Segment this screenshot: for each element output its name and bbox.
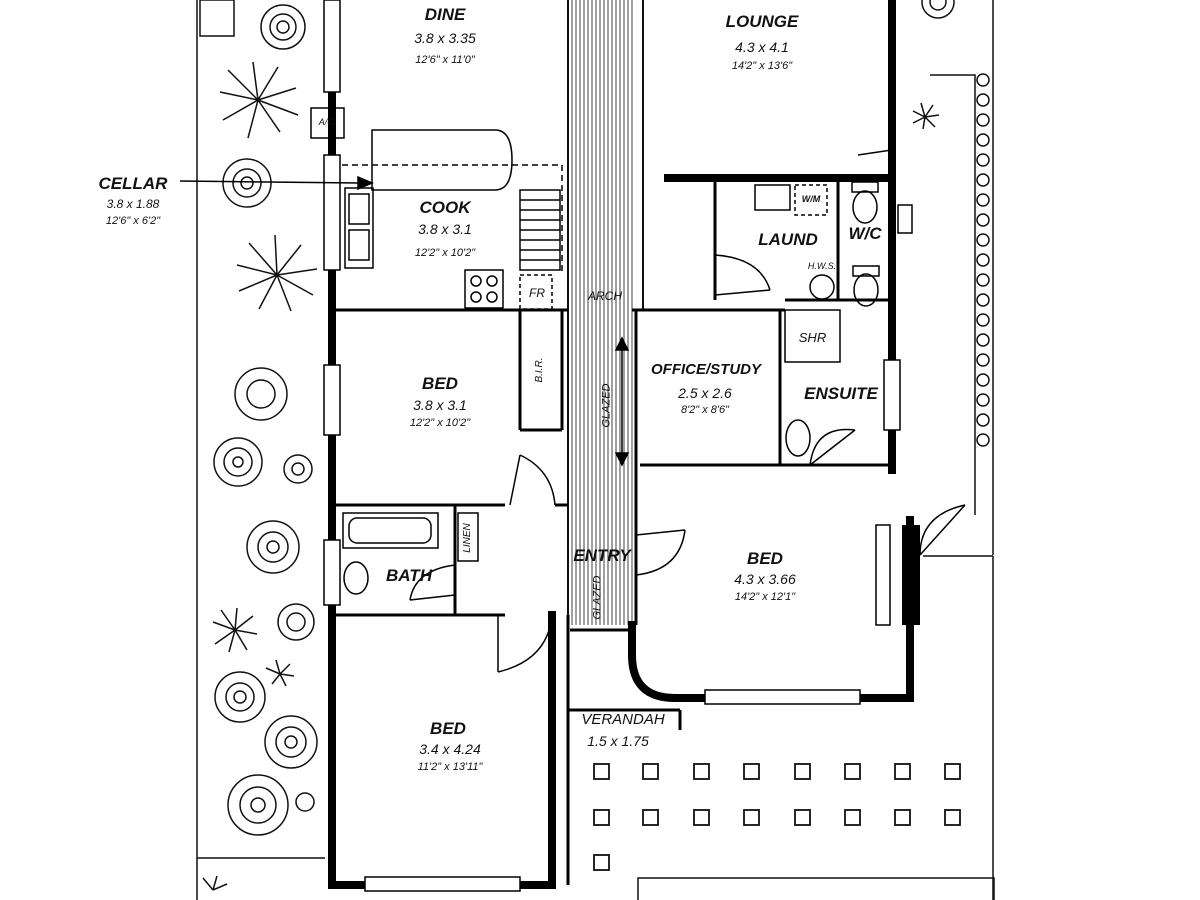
master-bed-imperial: 14'2" x 12'1" xyxy=(734,591,796,603)
dine-room-name: DINE xyxy=(424,5,466,24)
ensuite-toilet xyxy=(853,273,879,307)
top-left-planter xyxy=(199,0,235,37)
lounge-imperial: 14'2" x 13'6" xyxy=(731,60,793,72)
wc-toilet xyxy=(852,190,878,224)
arch-label: ARCH xyxy=(587,289,622,303)
fixtures xyxy=(310,107,880,595)
hot-water-system xyxy=(809,274,835,300)
ac-unit xyxy=(310,107,345,139)
dine-metric: 3.8 x 3.35 xyxy=(414,30,476,46)
verandah-metric: 1.5 x 1.75 xyxy=(587,733,649,749)
kitchen-bench-dashed xyxy=(342,164,563,275)
master-bed-metric: 4.3 x 3.66 xyxy=(734,571,796,587)
cook-room-name: COOK xyxy=(419,198,471,217)
bath-toilet xyxy=(343,561,369,595)
cooktop xyxy=(464,269,504,309)
chimney-block xyxy=(902,525,920,625)
hall-glazed-label: GLAZED xyxy=(600,383,613,428)
paving-squares xyxy=(593,763,961,871)
bed1-room-name: BED xyxy=(422,374,458,393)
bir-label: B.I.R. xyxy=(534,357,545,383)
master-bed-room-name: BED xyxy=(747,549,783,568)
shower-label: SHR xyxy=(798,330,827,345)
wc-room-name: W/C xyxy=(848,224,882,243)
office-metric: 2.5 x 2.6 xyxy=(678,385,732,401)
hws-label: H.W.S. xyxy=(807,261,837,271)
bed1-metric: 3.8 x 3.1 xyxy=(413,397,467,413)
washing-machine xyxy=(794,184,828,216)
bed3-metric: 3.4 x 4.24 xyxy=(419,741,481,757)
fridge-space xyxy=(519,274,553,310)
linen-label: LINEN xyxy=(462,523,473,553)
ac-label: A/C. xyxy=(318,117,337,127)
laundry-room-name: LAUND xyxy=(758,230,818,249)
office-room-name: OFFICE/STUDY xyxy=(650,361,761,378)
hedge-row xyxy=(976,73,990,447)
cellar-metric: 3.8 x 1.88 xyxy=(106,197,160,211)
windows xyxy=(323,0,913,892)
linen-cupboard xyxy=(457,512,479,562)
bed3-imperial: 11'2" x 13'11" xyxy=(417,761,483,773)
shower xyxy=(784,309,841,363)
lounge-room-name: LOUNGE xyxy=(725,12,799,31)
cellar-outline xyxy=(371,129,513,191)
cook-metric: 3.8 x 3.1 xyxy=(418,221,472,237)
doors xyxy=(409,149,966,673)
laundry-tub xyxy=(754,184,791,211)
cook-imperial: 12'2" x 10'2" xyxy=(414,247,476,259)
bed3-room-name: BED xyxy=(430,719,466,738)
office-imperial: 8'2" x 8'6" xyxy=(680,404,730,416)
cellar-room-name: CELLAR xyxy=(98,174,168,193)
bathtub xyxy=(342,512,439,549)
side-fence xyxy=(930,74,976,515)
driveway-slab xyxy=(637,877,995,900)
arrows xyxy=(179,175,630,467)
verandah-label: VERANDAH xyxy=(581,711,665,728)
fridge-label: FR xyxy=(529,286,545,300)
entry-label: ENTRY xyxy=(573,546,631,565)
entry-glazed-label: GLAZED xyxy=(591,575,604,620)
cellar-imperial: 12'6" x 6'2" xyxy=(105,215,161,227)
bed1-imperial: 12'2" x 10'2" xyxy=(409,417,471,429)
bath-room-name: BATH xyxy=(386,566,432,585)
dine-imperial: 12'6" x 11'0" xyxy=(415,54,475,66)
ensuite-basin xyxy=(785,419,811,457)
lounge-metric: 4.3 x 4.1 xyxy=(735,39,789,55)
ensuite-room-name: ENSUITE xyxy=(804,384,878,403)
wm-label: W/M xyxy=(801,194,821,204)
garden-shrubs xyxy=(202,0,955,891)
hallway-glazing-lines xyxy=(571,0,633,625)
interior-walls xyxy=(332,178,892,885)
